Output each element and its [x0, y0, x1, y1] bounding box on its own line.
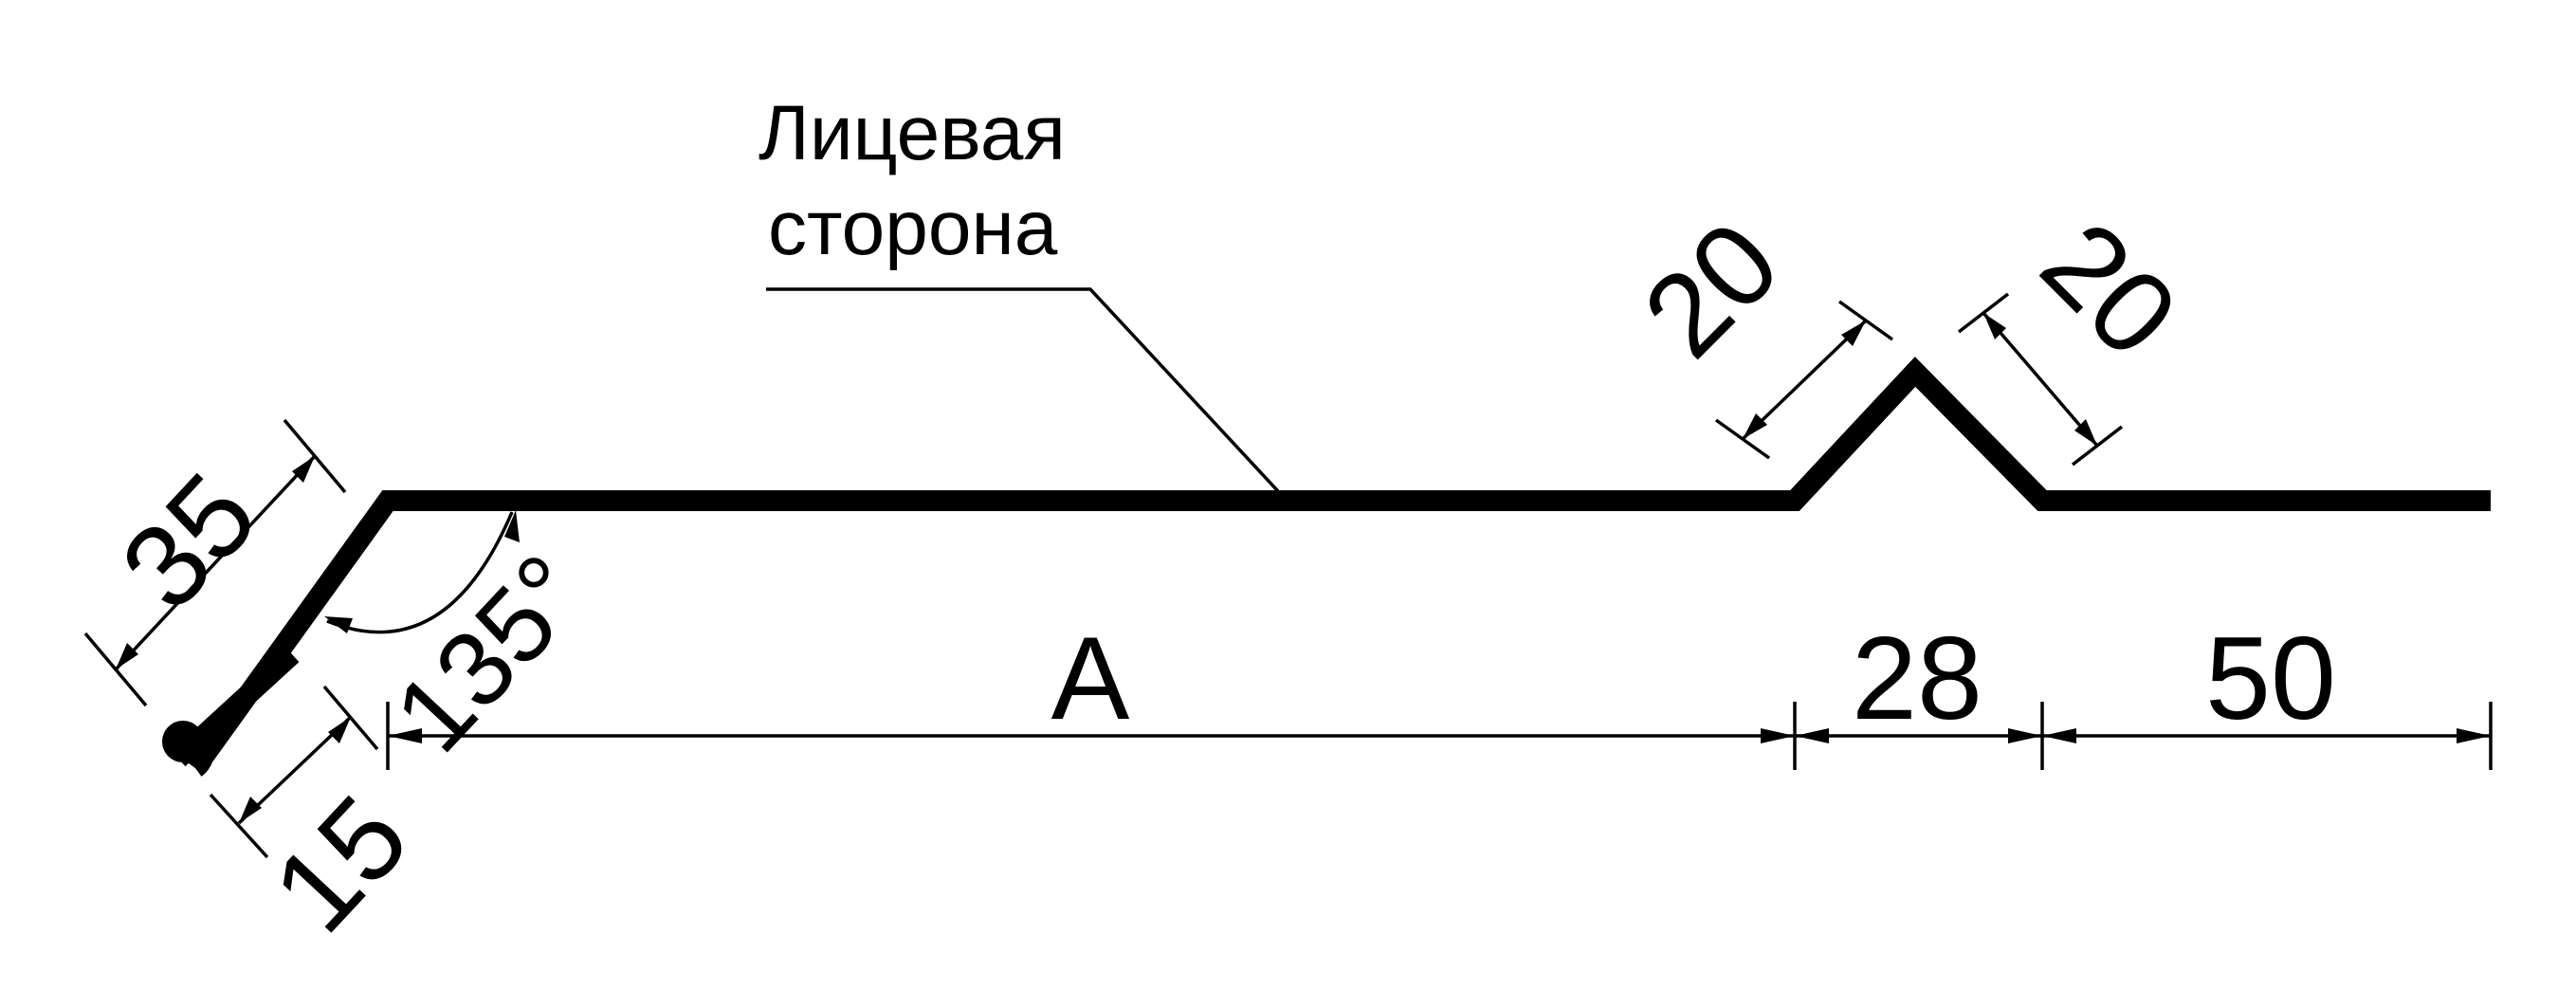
arrow-hem-length-end [292, 456, 315, 483]
profile-hem-fold [188, 750, 214, 777]
dimension-rib-base-value: 28 [1852, 614, 1982, 744]
callout-leader [766, 287, 1280, 493]
dimension-baseline: A 28 50 [386, 614, 2493, 770]
arrow-hem-return-start [239, 797, 262, 823]
dimension-hem-length-value: 35 [97, 449, 282, 634]
dimension-hem-return-value: 15 [248, 772, 433, 957]
dimension-rib-side-right-value: 20 [2017, 197, 2201, 382]
callout-line-2: сторона [768, 185, 1058, 271]
sheet-profile [162, 357, 2491, 777]
arrow-hem-length-start [116, 643, 138, 669]
callout-line-1: Лицевая [758, 90, 1066, 176]
callout-face-side: Лицевая сторона [758, 90, 1280, 493]
arrow-angle-start [324, 616, 353, 633]
dimension-hem-return: 15 [209, 685, 433, 957]
dimension-rib-side-right: 20 [1957, 197, 2201, 467]
profile-main-line [187, 357, 2491, 775]
dimension-flat-value: A [1051, 614, 1130, 744]
hem-fold-dot [162, 721, 204, 762]
dimension-rib-side-left: 20 [1619, 197, 1894, 460]
dimension-rib-side-left-value: 20 [1619, 197, 1804, 382]
dimension-end-flat-value: 50 [2205, 614, 2336, 744]
arrow-angle-end [504, 510, 520, 542]
angle-arc [326, 511, 514, 634]
arrow-hem-return-end [328, 717, 351, 743]
dimension-hem-length: 35 [83, 418, 347, 707]
